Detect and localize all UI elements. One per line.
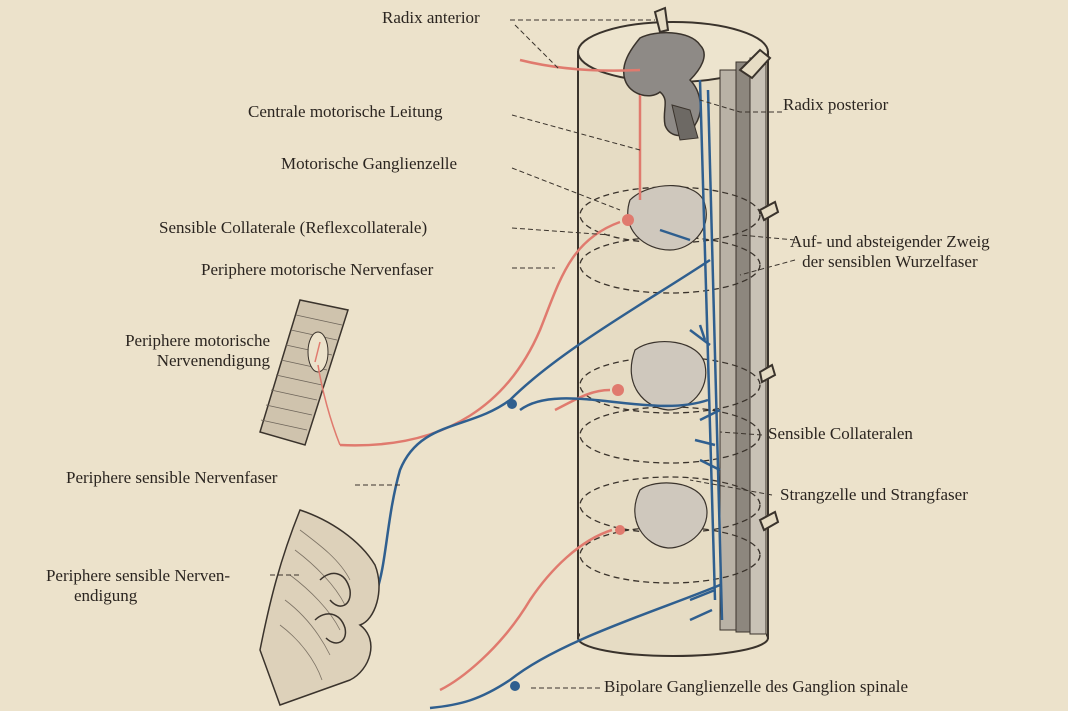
label-auf-line-1: Auf- und absteigender Zweig — [790, 232, 990, 252]
label-sensible-collaterale: Sensible Collaterale (Reflexcollaterale) — [159, 218, 427, 238]
label-pmn-line-1: Periphere motorische — [80, 331, 270, 351]
label-pmn-line-2: Nervenendigung — [80, 351, 270, 371]
bipolar-ganglion-cell — [510, 681, 520, 691]
label-auf-line-2: der sensiblen Wurzelfaser — [790, 252, 990, 272]
skin-sensory-ending — [260, 510, 379, 705]
label-radix-posterior: Radix posterior — [783, 95, 888, 115]
label-periphere-sensible-nervenfaser: Periphere sensible Nervenfaser — [66, 468, 277, 488]
label-psn-line-1: Periphere sensible Nerven- — [4, 566, 272, 586]
label-periphere-motorische-nervenfaser: Periphere motorische Nervenfaser — [201, 260, 433, 280]
label-periphere-sensible-nervenendigung: Periphere sensible Nerven- endigung — [4, 566, 272, 606]
label-psn-line-2: endigung — [4, 586, 272, 606]
label-radix-anterior: Radix anterior — [382, 8, 480, 28]
label-centrale-motorische-leitung: Centrale motorische Leitung — [248, 102, 443, 122]
muscle-fiber — [260, 300, 348, 445]
sensory-ganglion-cell — [507, 399, 517, 409]
motor-cell-lower — [615, 525, 625, 535]
label-motorische-ganglienzelle: Motorische Ganglienzelle — [281, 154, 457, 174]
label-auf-und-absteigender-zweig: Auf- und absteigender Zweig der sensible… — [790, 232, 990, 272]
label-bipolare-ganglienzelle: Bipolare Ganglienzelle des Ganglion spin… — [604, 677, 908, 697]
motor-ganglion-cell — [622, 214, 634, 226]
label-strangzelle-und-strangfaser: Strangzelle und Strangfaser — [780, 485, 968, 505]
label-sensible-collateralen: Sensible Collateralen — [768, 424, 913, 444]
motor-cell-middle — [612, 384, 624, 396]
label-periphere-motorische-nervenendigung: Periphere motorische Nervenendigung — [80, 331, 270, 371]
